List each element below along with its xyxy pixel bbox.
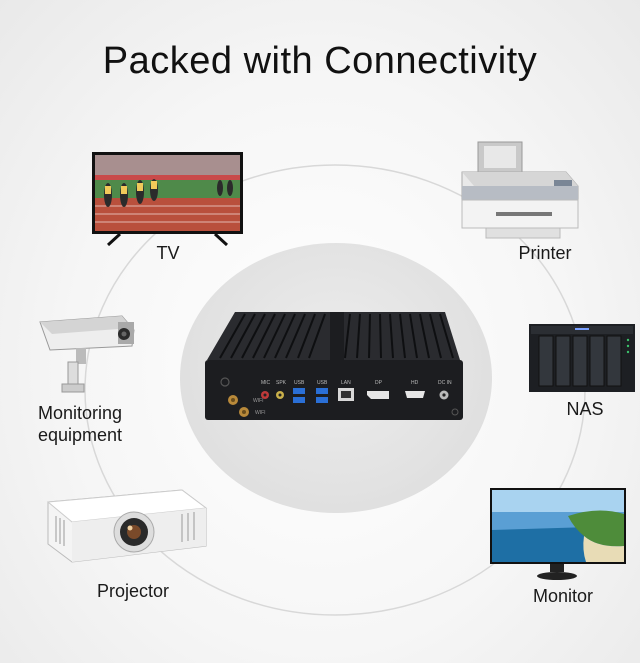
camera-image [39,315,135,393]
hd-label: HD [411,380,419,386]
wifi-label-1: WIFI [253,398,264,404]
tv-label: TV [156,243,180,263]
monitoring-label-line2: equipment [37,425,123,445]
projector-image [46,489,208,563]
tv-image [92,152,243,246]
printer-label: Printer [518,243,572,263]
mini-pc-image: WIFI WIFI MIC SPK USB USB LAN DP HD DC I… [205,312,463,420]
lan-label: LAN [341,380,351,386]
printer-image [461,141,579,239]
nas-image [529,324,635,392]
usb-label-1: USB [294,380,305,386]
monitor-image [490,488,626,580]
nas-label: NAS [566,399,604,419]
dp-label: DP [375,380,383,386]
mic-label: MIC [261,380,271,386]
monitor-label: Monitor [532,586,594,606]
projector-label: Projector [96,581,170,601]
monitoring-label: Monitoring equipment [24,402,136,446]
spk-label: SPK [276,380,287,386]
wifi-label-2: WIFI [255,410,266,416]
usb-label-2: USB [317,380,328,386]
dcin-label: DC IN [438,380,452,386]
page-title: Packed with Connectivity [102,40,538,82]
monitoring-label-line1: Monitoring [37,403,123,423]
